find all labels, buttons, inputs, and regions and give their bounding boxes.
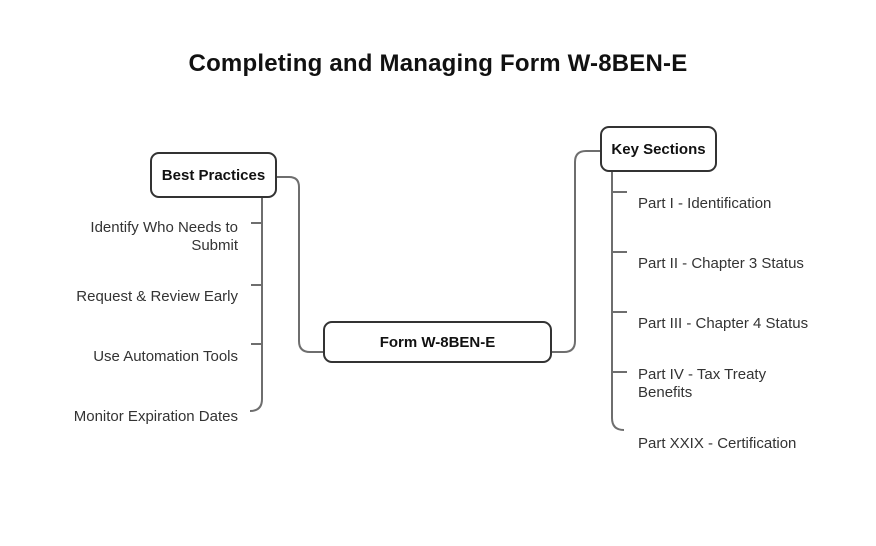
node-label: Key Sections (611, 140, 706, 158)
list-item-part-iii-chapter-4-status: Part III - Chapter 4 Status (638, 315, 809, 332)
node-best-practices: Best Practices (150, 152, 277, 198)
list-item-part-iv-tax-treaty-benefits: Part IV - Tax Treaty Benefits (638, 366, 767, 401)
list-item-request-review-early: Request & Review Early (76, 288, 238, 305)
list-item-use-automation-tools: Use Automation Tools (93, 348, 238, 365)
node-label: Best Practices (161, 166, 266, 184)
list-item-identify-who-needs-to-submit: Identify Who Needs to Submit (90, 219, 238, 254)
node-key-sections: Key Sections (600, 126, 717, 172)
trunk-best-practices (249, 198, 263, 412)
node-label: Form W-8BEN-E (379, 333, 496, 351)
edge-root-to-key-sections (552, 150, 600, 353)
list-item-part-xxix-certification: Part XXIX - Certification (638, 435, 797, 452)
list-item-monitor-expiration-dates: Monitor Expiration Dates (73, 408, 238, 425)
node-root-form-w8bene: Form W-8BEN-E (323, 321, 552, 363)
list-item-part-i-identification: Part I - Identification (638, 195, 772, 212)
list-item-part-ii-chapter-3-status: Part II - Chapter 3 Status (638, 255, 804, 272)
trunk-key-sections (611, 172, 625, 431)
diagram-title: Completing and Managing Form W-8BEN-E (188, 50, 688, 77)
edge-root-to-best-practices (277, 176, 323, 353)
